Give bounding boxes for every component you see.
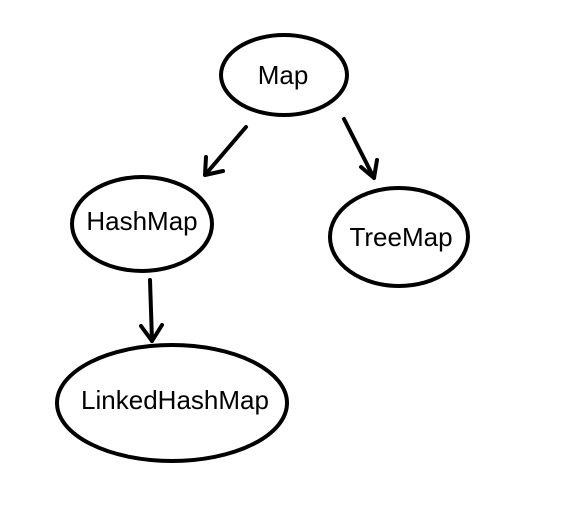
node-treemap-label: TreeMap: [349, 222, 452, 252]
node-linkedhashmap-shape: [55, 343, 289, 463]
node-hashmap-shape: [70, 175, 214, 273]
node-hashmap: HashMap: [70, 175, 214, 273]
node-treemap: TreeMap: [328, 186, 470, 288]
edge-map-to-treemap: [342, 117, 379, 180]
node-map: Map: [219, 33, 349, 117]
node-hashmap-label: HashMap: [86, 206, 197, 236]
node-treemap-shape: [328, 186, 470, 288]
node-linkedhashmap: LinkedHashMap: [55, 343, 289, 463]
edge-map-to-hashmap: [203, 125, 248, 177]
edge-hashmap-to-linkedhashmap: [139, 278, 164, 343]
node-linkedhashmap-label: LinkedHashMap: [81, 385, 269, 415]
node-map-shape: [219, 33, 349, 117]
node-map-label: Map: [258, 60, 309, 90]
